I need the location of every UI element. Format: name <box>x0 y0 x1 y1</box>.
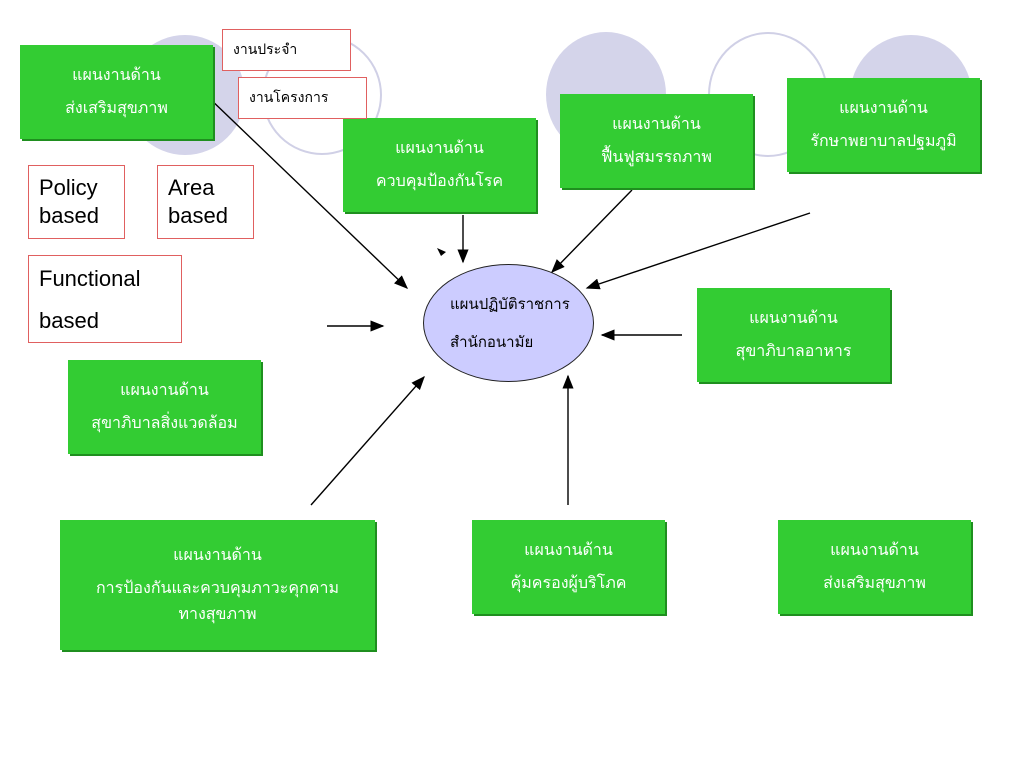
label-functional-based: Functional based <box>28 255 182 343</box>
label-area-based: Area based <box>157 165 254 239</box>
label-line: Functional <box>39 266 141 291</box>
plan-title: แผนงานด้าน <box>72 65 161 85</box>
label-line: based <box>39 202 99 228</box>
plan-name: คุ้มครองผู้บริโภค <box>510 573 627 592</box>
plan-health-promotion-bottom: แผนงานด้าน ส่งเสริมสุขภาพ <box>778 520 971 614</box>
plan-health-promotion-top: แผนงานด้าน ส่งเสริมสุขภาพ <box>20 45 213 139</box>
plan-title: แผนงานด้าน <box>395 138 484 158</box>
hub-subtitle: สำนักอนามัย <box>450 333 534 351</box>
hub-title: แผนปฏิบัติราชการ <box>450 295 570 313</box>
plan-name: การป้องกันและควบคุมภาวะคุกคาม <box>95 577 339 597</box>
arrow <box>310 375 425 506</box>
plan-name: สุขาภิบาลสิ่งแวดล้อม <box>91 413 238 432</box>
arrow <box>551 189 633 274</box>
plan-name: รักษาพยาบาลปฐมภูมิ <box>810 131 957 150</box>
plan-consumer-protection: แผนงานด้าน คุ้มครองผู้บริโภค <box>472 520 665 614</box>
hub-operational-plan: แผนปฏิบัติราชการ สำนักอนามัย <box>423 264 594 382</box>
plan-name: ฟื้นฟูสมรรถภาพ <box>601 147 712 166</box>
label-project-work: งานโครงการ <box>238 77 367 119</box>
plan-name: ส่งเสริมสุขภาพ <box>823 573 926 592</box>
label-line: Policy <box>39 175 98 200</box>
plan-title: แผนงานด้าน <box>120 380 209 400</box>
arrow <box>205 94 409 289</box>
plan-health-threat-control: แผนงานด้าน การป้องกันและควบคุมภาวะคุกคาม… <box>60 520 375 650</box>
plan-name-cont: ทางสุขภาพ <box>178 604 257 624</box>
label-line: based <box>168 202 228 228</box>
plan-title: แผนงานด้าน <box>830 540 919 560</box>
plan-environmental-sanitation: แผนงานด้าน สุขาภิบาลสิ่งแวดล้อม <box>68 360 261 454</box>
plan-title: แผนงานด้าน <box>173 544 262 564</box>
plan-disease-control: แผนงานด้าน ควบคุมป้องกันโรค <box>343 118 536 212</box>
plan-name: ควบคุมป้องกันโรค <box>375 171 504 190</box>
small-arrowhead <box>437 248 446 256</box>
label-line: based <box>39 307 99 333</box>
label-line: Area <box>168 175 215 200</box>
label-routine-work: งานประจำ <box>222 29 351 71</box>
label-text: งานประจำ <box>233 42 298 58</box>
plan-title: แผนงานด้าน <box>839 98 928 118</box>
arrow <box>585 212 811 290</box>
plan-primary-care: แผนงานด้าน รักษาพยาบาลปฐมภูมิ <box>787 78 980 172</box>
plan-title: แผนงานด้าน <box>749 308 838 328</box>
plan-rehabilitation: แผนงานด้าน ฟื้นฟูสมรรถภาพ <box>560 94 753 188</box>
label-policy-based: Policy based <box>28 165 125 239</box>
plan-name: ส่งเสริมสุขภาพ <box>65 98 168 117</box>
plan-title: แผนงานด้าน <box>524 540 613 560</box>
plan-title: แผนงานด้าน <box>612 114 701 134</box>
plan-name: สุขาภิบาลอาหาร <box>735 341 852 360</box>
plan-food-sanitation: แผนงานด้าน สุขาภิบาลอาหาร <box>697 288 890 382</box>
label-text: งานโครงการ <box>249 90 329 106</box>
